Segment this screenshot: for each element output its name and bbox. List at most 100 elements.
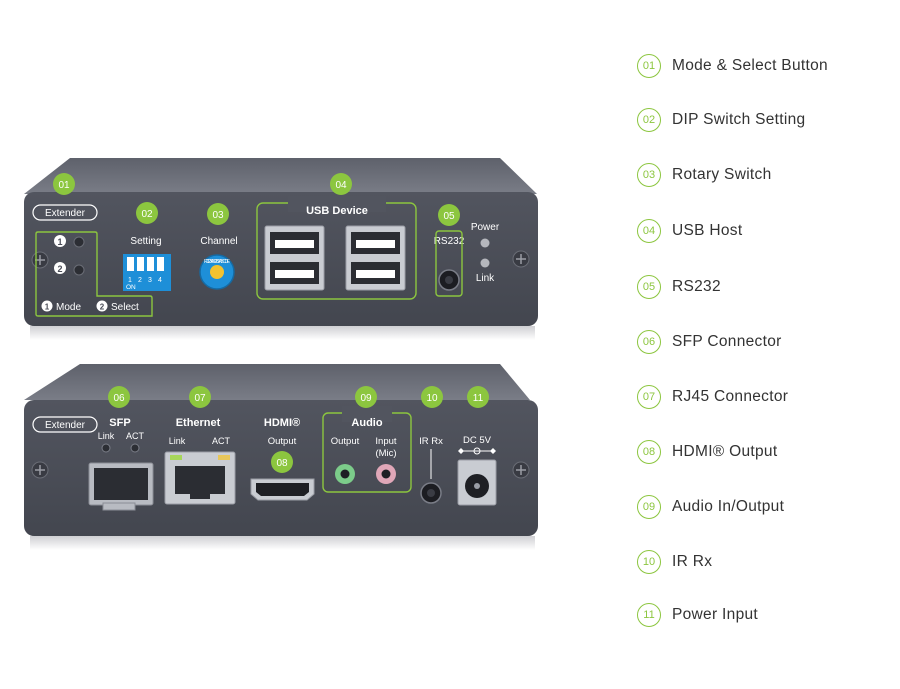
mode-button[interactable] [73,236,85,248]
select-button[interactable] [73,264,85,276]
rear-extender-label: Extender [45,420,86,431]
front-panel: Extender 1 2 1 Mode 2 Select Setting 1 [24,158,538,340]
sfp-link-label: Link [98,431,115,441]
eth-link-label: Link [169,436,186,446]
ir-port-center [427,489,435,497]
mode-num-circle [54,235,66,247]
hdmi-port[interactable] [250,478,315,501]
usb-port-right[interactable] [345,225,406,291]
ir-label: IR Rx [419,436,443,447]
screw-right-rear [512,461,530,479]
svg-text:07: 07 [194,393,206,404]
audio-output-label: Output [331,436,360,447]
badge-03: 03 [207,203,229,225]
audio-label: Audio [351,417,382,429]
legend-number: 02 [637,108,661,132]
usb-label-bg [288,196,386,212]
legend-number: 08 [637,440,661,464]
legend-item: 05 RS232 [637,273,721,301]
legend-item: 06 SFP Connector [637,328,782,356]
dc-label: DC 5V [463,435,492,446]
rear-panel: Extender SFP Link ACT Ethernet Link ACT [24,364,538,550]
dip-number-1: 1 [128,277,132,284]
dip-on-label: ON [126,284,136,291]
rotary-digits: F0123456789ABCDE [204,259,231,265]
select-legend-num: 2 [100,303,105,312]
dip-number-3: 3 [148,277,152,284]
legend-item: 10 IR Rx [637,548,712,576]
rs232-port-center [445,276,453,284]
hdmi-output-label: Output [268,436,297,447]
svg-text:03: 03 [212,210,224,221]
select-legend-circle [96,300,108,312]
badge-10: 10 [421,386,443,408]
sfp-link-led [101,443,111,453]
legend-number: 06 [637,330,661,354]
ethernet-label: Ethernet [176,417,221,429]
usb-port-left[interactable] [264,225,325,291]
screw-left-front [31,251,49,269]
dip-toggle-4[interactable] [157,257,164,271]
legend-number: 04 [637,219,661,243]
legend-label: USB Host [672,222,743,239]
dip-number-2: 2 [138,277,142,284]
svg-text:02: 02 [141,209,153,220]
legend-item: 09 Audio In/Output [637,493,784,521]
eth-act-label: ACT [212,436,231,446]
badge-07: 07 [189,386,211,408]
front-extender-pill [32,204,98,221]
badge-09: 09 [355,386,377,408]
audio-input-label: Input [375,436,396,447]
screw-left-rear [31,461,49,479]
dc-polarity-icon [458,447,496,455]
power-label: Power [471,222,500,233]
legend-label: RJ45 Connector [672,388,789,405]
legend-number: 11 [637,603,661,627]
legend-number: 01 [637,54,661,78]
svg-text:04: 04 [335,180,347,191]
rotary-knob[interactable] [210,265,224,279]
link-led [480,258,490,268]
audio-input-jack-hole [381,469,391,479]
legend-item: 07 RJ45 Connector [637,383,788,411]
legend-item: 02 DIP Switch Setting [637,106,805,134]
badge-06: 06 [108,386,130,408]
sfp-port[interactable] [88,462,154,511]
legend-item: 03 Rotary Switch [637,161,772,189]
legend-label: Mode & Select Button [672,57,828,74]
legend-label: RS232 [672,278,721,295]
svg-text:05: 05 [443,211,455,222]
badge-05: 05 [438,204,460,226]
mode-label: Mode [56,302,81,313]
legend-number: 05 [637,275,661,299]
audio-mic-label: (Mic) [375,448,396,459]
sfp-label: SFP [109,417,130,429]
badge-02: 02 [136,202,158,224]
legend-number: 07 [637,385,661,409]
legend-label: Audio In/Output [672,498,785,515]
dc-power-jack[interactable] [457,459,497,506]
mode-num: 1 [57,237,62,247]
device-illustration: Extender 1 2 1 Mode 2 Select Setting 1 [24,158,538,550]
power-led [480,238,490,248]
dip-number-4: 4 [158,277,162,284]
svg-text:08: 08 [276,458,288,469]
audio-output-jack-hole [340,469,350,479]
dip-toggle-3[interactable] [147,257,154,271]
badge-08: 08 [271,451,293,473]
svg-text:10: 10 [426,393,438,404]
legend-item: 01 Mode & Select Button [637,52,828,80]
rs232-outline [435,230,463,297]
dip-toggle-1[interactable] [127,257,134,271]
mode-legend-circle [41,300,53,312]
badge-11: 11 [467,386,489,408]
rear-extender-pill [32,416,98,433]
rj45-port[interactable] [164,451,236,505]
legend-label: IR Rx [672,553,713,570]
legend-label: HDMI® Output [672,443,778,460]
rear-shadow [30,536,535,550]
dip-toggle-2[interactable] [137,257,144,271]
channel-label: Channel [200,236,237,247]
sfp-act-led [130,443,140,453]
mode-select-outline [35,231,153,317]
